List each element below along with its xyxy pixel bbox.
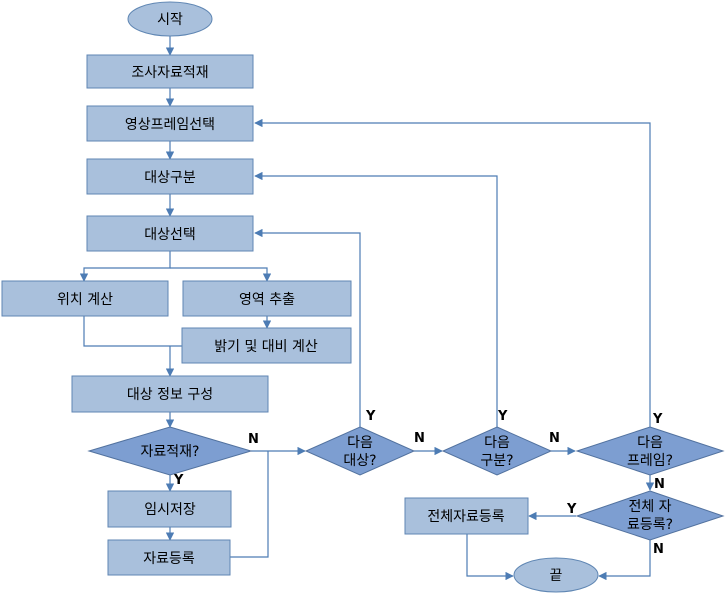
node-end: 끝 — [513, 557, 599, 593]
node-brightness-calc-label: 밝기 및 대비 계산 — [214, 339, 318, 355]
node-next-frame-label-1: 다음 — [637, 435, 663, 451]
node-full-register: 전체자료등록 — [404, 497, 529, 535]
node-next-target: 다음 대상? — [304, 426, 416, 476]
label-next-class-yes: Y — [497, 409, 508, 424]
node-classify: 대상구분 — [86, 158, 254, 195]
node-classify-label: 대상구분 — [144, 170, 196, 186]
edge-register-next-target — [230, 451, 269, 558]
label-next-frame-no: N — [654, 477, 665, 492]
label-next-class-no: N — [549, 431, 560, 446]
edge-next-target-yes — [254, 228, 361, 427]
node-all-register-decision: 전체 자 료등록? — [575, 490, 725, 541]
edge-all-reg-no-end — [598, 540, 651, 581]
node-next-target-label-2: 대상? — [343, 453, 376, 469]
label-next-target-no: N — [414, 431, 425, 446]
node-frame-select: 영상프레임선택 — [86, 105, 254, 142]
branch-labels: N Y Y N Y N Y N Y N — [173, 409, 665, 557]
node-position-calc: 위치 계산 — [1, 280, 169, 317]
edge-next-frame-yes — [254, 118, 651, 427]
node-info-build-label: 대상 정보 구성 — [127, 387, 213, 403]
node-next-frame-label-2: 프레임? — [627, 453, 673, 469]
label-next-frame-yes: Y — [652, 412, 663, 427]
node-target-select: 대상선택 — [86, 215, 254, 252]
edge-position-merge — [83, 316, 182, 347]
label-load-no: N — [248, 432, 259, 447]
label-all-reg-yes: Y — [566, 502, 577, 517]
node-collect: 조사자료적재 — [86, 54, 254, 89]
node-next-class-label-2: 구분? — [480, 453, 513, 469]
node-frame-select-label: 영상프레임선택 — [125, 117, 215, 133]
edge-full-register-end — [466, 534, 514, 581]
node-register: 자료등록 — [107, 539, 231, 576]
node-register-label: 자료등록 — [143, 551, 195, 567]
node-brightness-calc: 밝기 및 대비 계산 — [181, 327, 352, 364]
node-position-calc-label: 위치 계산 — [57, 292, 113, 308]
node-temp-save: 임시저장 — [107, 490, 232, 528]
connectors — [79, 36, 655, 581]
edge-target-region — [170, 267, 272, 282]
label-load-yes: Y — [173, 473, 184, 488]
node-target-select-label: 대상선택 — [144, 227, 196, 243]
node-load-decision: 자료적재? — [87, 426, 253, 476]
node-end-label: 끝 — [550, 568, 563, 584]
node-region-extract: 영역 추출 — [182, 280, 352, 317]
node-next-class: 다음 구분? — [441, 426, 553, 476]
node-info-build: 대상 정보 구성 — [71, 375, 269, 413]
node-load-decision-label: 자료적재? — [141, 444, 200, 460]
node-start-label: 시작 — [157, 12, 183, 28]
node-next-target-label-1: 다음 — [347, 435, 373, 451]
node-next-frame: 다음 프레임? — [575, 426, 725, 476]
node-full-register-label: 전체자료등록 — [427, 509, 504, 525]
node-temp-save-label: 임시저장 — [144, 502, 196, 518]
node-collect-label: 조사자료적재 — [131, 65, 208, 81]
node-start: 시작 — [127, 1, 213, 37]
node-region-extract-label: 영역 추출 — [239, 292, 295, 308]
node-all-register-label-1: 전체 자 — [628, 499, 671, 515]
edge-next-class-yes — [254, 171, 498, 427]
label-next-target-yes: Y — [365, 409, 376, 424]
label-all-reg-no: N — [653, 542, 664, 557]
node-all-register-label-2: 료등록? — [627, 517, 673, 533]
node-next-class-label-1: 다음 — [484, 435, 510, 451]
edge-target-split — [79, 251, 171, 282]
